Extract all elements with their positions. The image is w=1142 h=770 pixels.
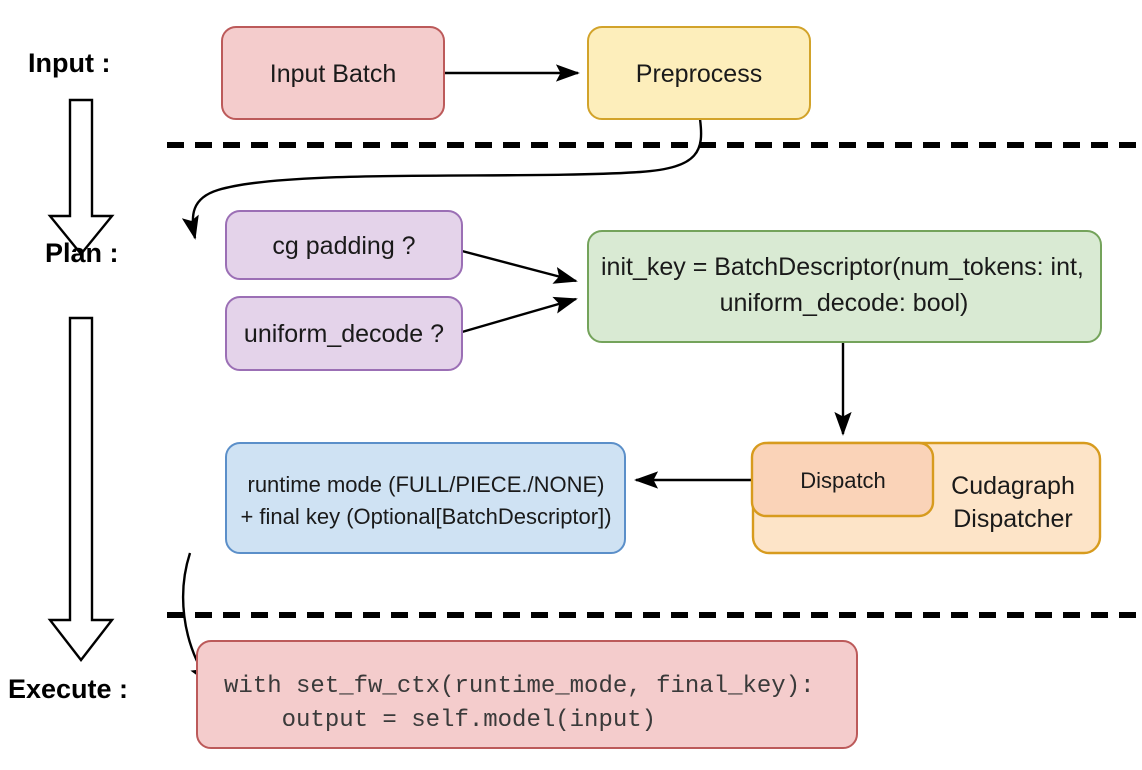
node-runtime-mode-line-2: + final key (Optional[BatchDescriptor]) (240, 504, 611, 529)
divider-group (167, 142, 1142, 618)
node-dispatch-label: Dispatch (800, 468, 886, 493)
stage-arrow-group (47, 98, 115, 662)
node-init-key[interactable]: init_key = BatchDescriptor(num_tokens: i… (587, 230, 1102, 343)
stage-label-group: Input : Plan : Execute : (8, 48, 128, 704)
node-input-batch-box[interactable] (221, 26, 445, 120)
node-preprocess-label: Preprocess (636, 60, 762, 88)
node-execute-code[interactable]: with set_fw_ctx(runtime_mode, final_key)… (196, 640, 858, 749)
node-uniform-decode-label: uniform_decode ? (244, 320, 444, 348)
node-cg-padding-label: cg padding ? (272, 232, 415, 260)
stage-label-execute: Execute : (8, 674, 128, 704)
edge-uniform-decode-to-init-key (461, 296, 578, 334)
node-cudagraph-dispatcher-line-2: Dispatcher (953, 505, 1073, 533)
node-cg-padding[interactable]: cg padding ? (225, 210, 463, 280)
node-init-key-line-2: uniform_decode: bool) (720, 289, 969, 317)
edge-group (181, 64, 852, 686)
stage-label-plan: Plan : (45, 238, 119, 268)
plan-to-execute-arrow (47, 316, 115, 662)
node-init-key-box[interactable] (587, 230, 1102, 343)
node-init-key-line-1: init_key = BatchDescriptor(num_tokens: i… (601, 253, 1084, 281)
node-runtime-mode-box[interactable] (225, 442, 626, 554)
node-runtime-mode[interactable]: runtime mode (FULL/PIECE./NONE) + final … (225, 442, 626, 554)
node-execute-code-box[interactable] (196, 640, 858, 749)
node-runtime-mode-line-1: runtime mode (FULL/PIECE./NONE) (248, 472, 605, 497)
node-dispatch-box[interactable] (750, 441, 935, 518)
edge-cg-padding-to-init-key (461, 249, 578, 284)
node-preprocess-box[interactable] (587, 26, 811, 120)
node-uniform-decode[interactable]: uniform_decode ? (225, 296, 463, 371)
node-preprocess[interactable]: Preprocess (587, 26, 811, 120)
stage-label-input: Input : (28, 48, 110, 78)
node-input-batch-label: Input Batch (270, 60, 396, 88)
node-input-batch[interactable]: Input Batch (221, 26, 445, 120)
node-cudagraph-dispatcher-line-1: Cudagraph (951, 472, 1075, 500)
node-execute-code-line-1: with set_fw_ctx(runtime_mode, final_key)… (224, 673, 815, 700)
node-uniform-decode-box[interactable] (225, 296, 463, 371)
node-execute-code-line-2: output = self.model(input) (224, 707, 656, 734)
node-dispatch[interactable]: Dispatch (750, 441, 935, 518)
edge-preprocess-to-cg-padding (181, 118, 703, 240)
input-to-plan-arrow (47, 98, 115, 256)
node-cg-padding-box[interactable] (225, 210, 463, 280)
